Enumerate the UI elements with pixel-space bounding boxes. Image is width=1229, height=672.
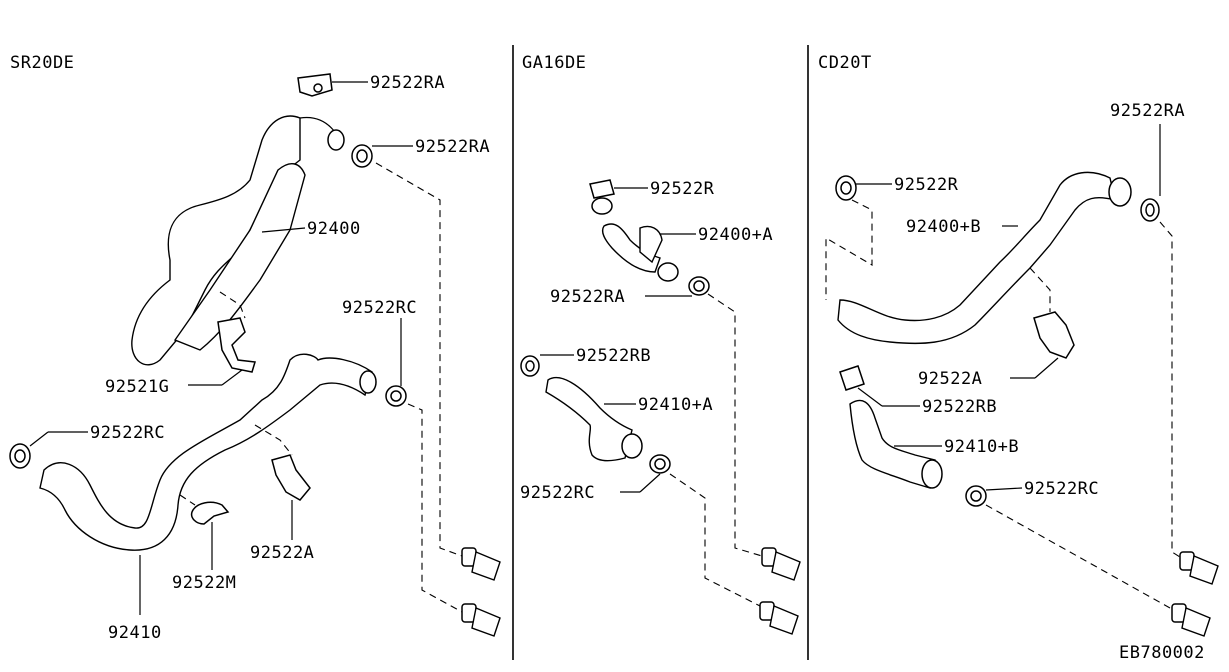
label-92400b: 92400+B xyxy=(906,217,981,237)
label-92410b: 92410+B xyxy=(944,437,1019,457)
bracket-icon xyxy=(1033,311,1075,359)
clip-icon xyxy=(217,317,256,373)
lower-hose-92410 xyxy=(39,353,373,551)
pipe-end-icon xyxy=(461,547,501,581)
label-92522ra: 92522RA xyxy=(1110,101,1185,121)
upper-hose-92400b xyxy=(837,171,1116,345)
lower-hose-92410a xyxy=(545,376,633,462)
hose-end-icon xyxy=(657,262,679,282)
hose-end-icon xyxy=(327,129,345,151)
label-92522a: 92522A xyxy=(250,543,314,563)
hose-end-icon xyxy=(359,370,377,394)
label-92522a: 92522A xyxy=(918,369,982,389)
panel-header-cd20t: CD20T xyxy=(818,53,872,73)
hose-end-icon xyxy=(1108,177,1132,207)
label-92522rc: 92522RC xyxy=(1024,479,1099,499)
clamp-icon xyxy=(313,83,323,93)
upper-hose-92400-inner xyxy=(173,163,306,351)
panel-header-ga16de: GA16DE xyxy=(522,53,586,73)
label-92400a: 92400+A xyxy=(698,225,773,245)
hose-end-icon xyxy=(921,459,943,489)
pipe-end-icon xyxy=(761,547,801,581)
label-92522rc: 92522RC xyxy=(520,483,595,503)
label-92522ra: 92522RA xyxy=(550,287,625,307)
clamp-icon xyxy=(589,179,615,199)
sr20de-panel: 92522RA 92522RA 92400 92521G 92522RC 925… xyxy=(9,73,501,643)
label-92521g: 92521G xyxy=(105,377,169,397)
label-92522rc-right: 92522RC xyxy=(342,298,417,318)
pipe-end-icon xyxy=(759,601,799,635)
label-92410a: 92410+A xyxy=(638,395,713,415)
hose-end-icon xyxy=(621,433,643,459)
label-92522m: 92522M xyxy=(172,573,236,593)
label-92400: 92400 xyxy=(307,219,361,239)
label-92522rb: 92522RB xyxy=(576,346,651,366)
pipe-end-icon xyxy=(461,603,501,637)
label-92522rc-left: 92522RC xyxy=(90,423,165,443)
figure-code: EB780002 xyxy=(1119,643,1205,663)
clip-icon xyxy=(190,501,230,525)
clamp-icon xyxy=(839,365,865,391)
panel-header-sr20de: SR20DE xyxy=(10,53,74,73)
cd20t-panel: 92522RA 92522R 92400+B 92522A 92522RB 92… xyxy=(825,101,1219,663)
label-92522ra-top: 92522RA xyxy=(370,73,445,93)
upper-hose-92400a xyxy=(601,223,661,273)
pipe-end-icon xyxy=(1171,603,1211,637)
label-92522r: 92522R xyxy=(894,175,959,195)
label-92522ra-right: 92522RA xyxy=(415,137,490,157)
pipe-end-icon xyxy=(1179,551,1219,585)
label-92522rb: 92522RB xyxy=(922,397,997,417)
bracket-icon xyxy=(271,454,311,501)
ga16de-panel: 92522R 92400+A 92522RA 92522RB 92410+A 9… xyxy=(520,179,801,635)
label-92410: 92410 xyxy=(108,623,162,643)
label-92522r: 92522R xyxy=(650,179,715,199)
